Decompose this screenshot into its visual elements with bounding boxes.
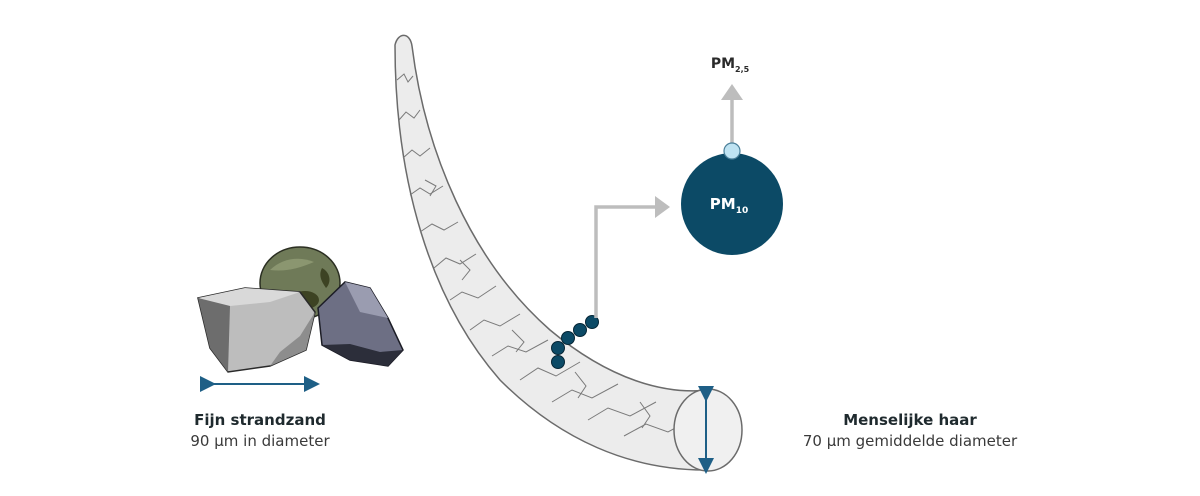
pm25-label: PM2,5 [711,56,750,74]
human-hair [394,34,743,474]
pm10-particle: PM10 [681,153,783,255]
hair-subtitle: 70 µm gemiddelde diameter [802,432,1018,450]
hair-caption: Menselijke haar 70 µm gemiddelde diamete… [760,410,1060,452]
sand-grains [197,246,404,392]
hair-title: Menselijke haar [843,411,977,429]
pm10-particles-on-hair [551,315,599,369]
pm10-label: PM10 [710,195,748,216]
hair-strand [394,34,711,471]
pm25-particle: PM2,5 [711,56,750,160]
particle-dot [551,341,565,355]
sand-grain-slate [317,281,404,367]
sand-subtitle: 90 µm in diameter [190,432,330,450]
particle-dot [551,355,565,369]
sand-caption: Fijn strandzand 90 µm in diameter [160,410,360,452]
particle-dot [561,331,575,345]
hair-cross-section [673,388,743,472]
particle-dot [585,315,599,329]
sand-title: Fijn strandzand [194,411,326,429]
connector-arrow-pm10 [594,196,670,318]
sand-grain-grey [197,287,316,373]
particle-dot [573,323,587,337]
